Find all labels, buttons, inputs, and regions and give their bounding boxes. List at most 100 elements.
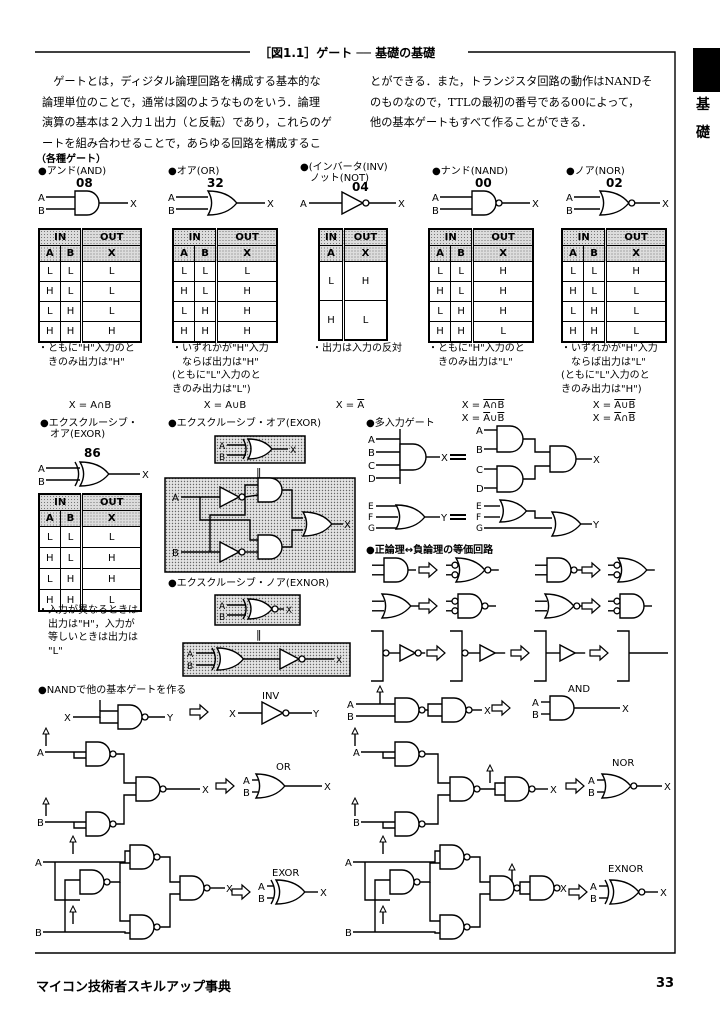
wire	[119, 882, 130, 922]
formula-term: A∪B	[614, 400, 636, 411]
pin-label: A	[258, 882, 265, 893]
intro-right-column: とができる．また，トランジスタ回路の動作はNANDそ のものなので，TTLの最初…	[370, 72, 652, 134]
hollow-arrow-icon	[581, 561, 601, 579]
table-cell: H	[561, 281, 584, 302]
table-cell: L	[428, 301, 451, 322]
pin-label: B	[532, 710, 539, 721]
bracket	[617, 630, 630, 682]
or-gate-icon	[254, 773, 286, 799]
pin-label: X	[324, 782, 331, 793]
column-header: B	[582, 245, 607, 262]
equivalent-circuits-label: ●正論理↔負論理の等価回路	[366, 545, 494, 556]
pin-label: X	[441, 453, 448, 464]
description-line: (ともに"L"入力のと	[172, 370, 261, 381]
exor-equivalent-label: ●エクスクルーシブ・オア(EXOR)	[168, 418, 322, 429]
boolean-formula: X = A∩B	[428, 399, 538, 412]
nand-gate-icon	[471, 190, 497, 216]
table-cell: H	[215, 281, 278, 302]
pin-label: B	[168, 206, 175, 217]
hollow-arrow-icon	[215, 777, 235, 795]
inversion-bubble-icon	[298, 655, 306, 663]
pin-label: A	[345, 858, 352, 869]
description-line: 等しいときは出力は	[38, 632, 138, 643]
and-gate-icon	[549, 445, 577, 473]
pin-label: B	[38, 477, 45, 488]
hollow-arrow-icon	[581, 597, 601, 615]
pin-label: B	[172, 548, 179, 559]
pin-label: G	[476, 524, 483, 534]
equals-icon	[450, 454, 466, 460]
wire	[116, 794, 136, 825]
table-cell: L	[38, 301, 61, 322]
header-out: OUT	[80, 228, 142, 246]
column-header: B	[193, 245, 218, 262]
table-cell: H	[59, 589, 83, 612]
inversion-bubble-icon	[638, 888, 646, 896]
wire	[425, 794, 450, 825]
wire	[519, 888, 530, 895]
table-cell: H	[38, 547, 61, 569]
nand-section-label: ●NANDで他の基本ゲートを作る	[38, 685, 187, 696]
table-cell: H	[80, 547, 142, 569]
formula-term: A∩B	[483, 400, 505, 411]
nor-gate-icon	[543, 593, 575, 619]
pin-label: A	[219, 442, 226, 452]
xor-gate-icon	[246, 438, 273, 460]
inversion-bubble-icon	[613, 571, 621, 579]
inversion-bubble-icon	[573, 602, 581, 610]
gate-part-number: 08	[76, 176, 93, 190]
intro-line: 演算の基本は２入力１出力（と反転）であり，これらのゲ	[42, 116, 332, 129]
pin-label: A	[37, 748, 44, 759]
pin-label: D	[476, 484, 484, 495]
gate-part-number: 32	[207, 176, 224, 190]
inversion-bubble-icon	[630, 782, 638, 790]
pin-label: Y	[166, 713, 174, 724]
wire	[480, 782, 505, 790]
pin-label: B	[353, 818, 360, 829]
wire	[526, 510, 552, 519]
intro-left-column: ゲートとは，ディジタル論理回路を構成する基本的な 論理単位のことで，通常は図のよ…	[42, 72, 332, 154]
pin-label: A	[243, 776, 250, 787]
pin-label: X	[286, 606, 292, 616]
table-cell: H	[215, 301, 278, 322]
nand-gate-icon	[529, 875, 555, 901]
xor-input-curve	[74, 461, 80, 487]
pullup-arrow-icon	[508, 862, 516, 871]
table-cell: H	[449, 321, 474, 343]
description-line: (ともに"L"入力のと	[561, 370, 650, 381]
intro-line: 他の基本ゲートもすべて作ることができる．	[370, 116, 593, 129]
header-in: IN	[38, 228, 83, 246]
and-gate-icon	[399, 443, 427, 471]
inversion-bubble-icon	[473, 785, 481, 793]
wire	[430, 850, 440, 863]
pin-label: A	[532, 698, 539, 709]
hollow-arrow-icon	[510, 644, 530, 662]
table-cell: H	[38, 321, 61, 343]
description-line: きのみ出力は"H")	[561, 383, 642, 395]
pullup-arrow-icon	[42, 796, 50, 805]
pin-label: X	[550, 785, 557, 796]
table-cell: L	[193, 281, 218, 302]
pin-label: B	[219, 613, 225, 623]
xor-input-curve	[604, 879, 610, 905]
gate-title: ●ナンド(NAND)	[432, 166, 509, 177]
pullup-arrow-icon	[69, 904, 77, 913]
header-in: IN	[428, 228, 474, 246]
pin-label: X	[532, 199, 539, 210]
pin-label: F	[476, 513, 481, 523]
pin-label: B	[590, 894, 597, 905]
table-cell: H	[318, 300, 344, 341]
pin-label: A	[566, 193, 573, 204]
wire	[425, 753, 450, 784]
pin-label: A	[300, 199, 307, 210]
wire	[73, 710, 118, 718]
xor-gate-icon	[78, 461, 110, 487]
table-cell: L	[604, 281, 667, 302]
header-in: IN	[172, 228, 218, 246]
pin-label: B	[566, 206, 573, 217]
